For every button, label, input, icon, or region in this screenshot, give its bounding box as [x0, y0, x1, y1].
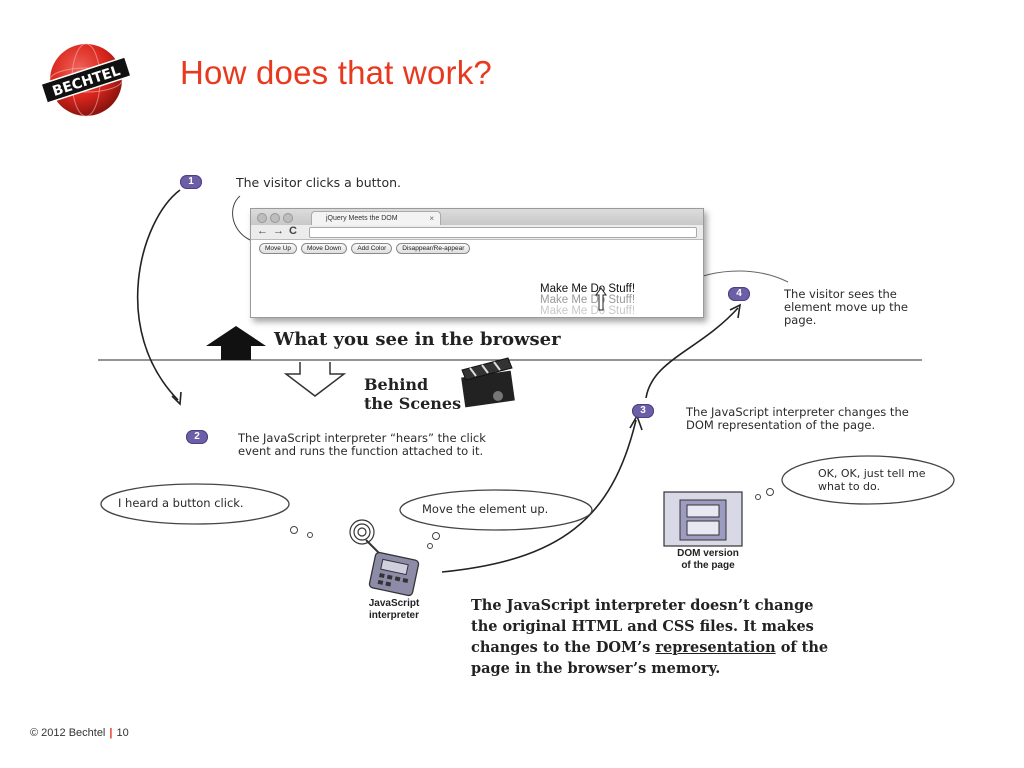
- bubble-ok: [781, 455, 955, 505]
- back-arrow-icon[interactable]: ←: [257, 225, 268, 237]
- clapboard-icon: [461, 357, 515, 408]
- step3-text: The JavaScript interpreter changes the D…: [686, 405, 909, 432]
- browser-toolbar: ← → C: [251, 225, 703, 240]
- browser-tab-bar: jQuery Meets the DOM ×: [251, 209, 703, 226]
- address-bar[interactable]: [309, 227, 697, 238]
- browser-window: jQuery Meets the DOM × ← → C Move Up Mov…: [250, 208, 704, 318]
- footer-separator: |: [109, 727, 113, 739]
- bechtel-logo: BECHTEL: [40, 40, 132, 118]
- step-badge-3: 3: [632, 404, 654, 418]
- disappear-reappear-button[interactable]: Disappear/Re-appear: [396, 243, 471, 254]
- behind-label-line1: Behind: [364, 375, 429, 394]
- window-close-icon[interactable]: [257, 213, 267, 223]
- js-label-line2: interpreter: [368, 610, 419, 621]
- arrow-step3-to-step4: [645, 307, 739, 399]
- element-text-ghost: Make Me Do Stuff!: [540, 294, 636, 306]
- step4-text: The visitor sees the element move up the…: [784, 287, 908, 327]
- move-up-arrow-icon: [595, 287, 607, 311]
- arrow-step1-to-step2: [136, 189, 181, 401]
- behind-scenes-label: Behind the Scenes: [364, 375, 461, 413]
- step-badge-4: 4: [728, 287, 750, 301]
- page-number: 10: [116, 727, 129, 739]
- note-line-2: the original HTML and CSS files. It make…: [471, 618, 814, 635]
- page-title: How does that work?: [180, 54, 492, 91]
- move-up-button[interactable]: Move Up: [259, 243, 298, 254]
- dom-page-icon: [663, 491, 743, 547]
- js-interpreter-label: JavaScript interpreter: [352, 598, 436, 622]
- bubble-move-text: Move the element up.: [422, 502, 549, 516]
- window-zoom-icon[interactable]: [283, 213, 293, 223]
- bubble-heard: [100, 483, 290, 525]
- js-interpreter-icon: [349, 519, 420, 597]
- footer: © 2012 Bechtel|10: [30, 727, 129, 739]
- browser-tab[interactable]: jQuery Meets the DOM ×: [311, 211, 441, 225]
- footer-copyright: © 2012 Bechtel: [30, 727, 106, 739]
- behind-label-line2: the Scenes: [364, 394, 462, 413]
- dom-version-label: DOM version of the page: [662, 548, 754, 572]
- bubble-move: [399, 489, 593, 531]
- element-text-ghost: Make Me Do Stuff!: [540, 305, 636, 315]
- note-emphasis: representation: [655, 639, 776, 656]
- step-badge-1: 1: [180, 175, 202, 189]
- step-badge-2: 2: [186, 430, 208, 444]
- note-line-3: changes to the DOM’s representation of t…: [471, 637, 828, 658]
- note-line-4: page in the browser’s memory.: [471, 660, 721, 677]
- arrow-js-to-step3: [441, 419, 637, 573]
- add-color-button[interactable]: Add Color: [351, 243, 393, 254]
- note-line-1: The JavaScript interpreter doesn’t chang…: [471, 597, 814, 614]
- bubble-heard-text: I heard a button click.: [118, 496, 244, 510]
- note-line-3-post: of the: [775, 639, 829, 656]
- bubble-ok-text: OK, OK, just tell me what to do.: [818, 467, 926, 493]
- tab-close-icon[interactable]: ×: [429, 214, 434, 223]
- dom-label-line1: DOM version: [677, 548, 739, 559]
- forward-arrow-icon[interactable]: →: [273, 225, 284, 237]
- browser-tab-title: jQuery Meets the DOM: [326, 215, 398, 222]
- page-button-row: Move Up Move Down Add Color Disappear/Re…: [259, 243, 471, 254]
- js-label-line1: JavaScript: [368, 598, 420, 609]
- window-minimize-icon[interactable]: [270, 213, 280, 223]
- up-arrow-icon: [206, 326, 266, 360]
- note-line-3-pre: changes to the DOM’s: [471, 639, 656, 656]
- browser-label: What you see in the browser: [274, 329, 561, 350]
- dom-label-line2: of the page: [681, 560, 735, 571]
- step1-text: The visitor clicks a button.: [236, 175, 401, 190]
- reload-icon[interactable]: C: [289, 225, 297, 237]
- down-arrow-icon: [283, 362, 347, 397]
- step2-text: The JavaScript interpreter “hears” the c…: [238, 431, 486, 458]
- move-down-button[interactable]: Move Down: [301, 243, 348, 254]
- bottom-note: The JavaScript interpreter doesn’t chang…: [471, 595, 828, 679]
- element-text: Make Me Do Stuff!: [540, 283, 636, 295]
